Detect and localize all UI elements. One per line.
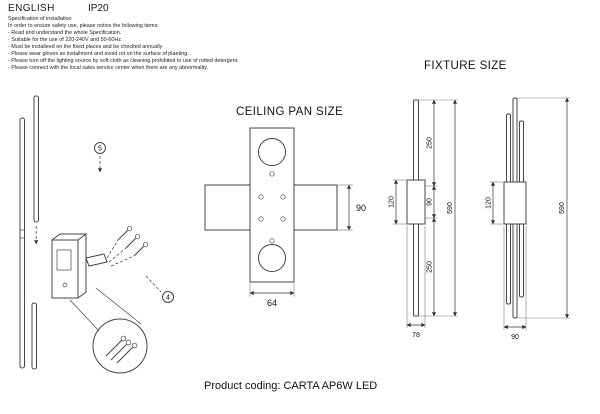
- callout-step-5-circle: [94, 142, 106, 154]
- fixture-size-title: FIXTURE SIZE: [424, 60, 507, 72]
- front-total-height-label: 590: [559, 202, 566, 214]
- pan-width-dim-label: 64: [267, 298, 277, 308]
- spec-item: - Please connect with the local sales se…: [8, 65, 209, 71]
- side-center-label: 90: [427, 198, 434, 206]
- lamp-tube-upper: [33, 95, 39, 223]
- front-width-label: 90: [511, 334, 519, 341]
- fixture-side-view: 120 250 90 250 590 78: [389, 99, 458, 339]
- mounting-arm: [85, 253, 108, 267]
- callout-step-4-label: 4: [166, 295, 170, 302]
- language-label: ENGLISH: [8, 3, 55, 14]
- dim-front-plate-height: 120: [486, 181, 503, 225]
- spec-item: - Suitable for the use of 220-240V and 5…: [8, 37, 123, 43]
- ip-rating-label: IP20: [88, 3, 109, 14]
- side-depth-label: 78: [412, 332, 420, 339]
- specification-block: Specification of installation In order t…: [8, 16, 239, 72]
- dim-front-width: 90: [503, 226, 527, 341]
- spec-item: - Please turn off the lighting source by…: [8, 58, 239, 64]
- detail-screws: [105, 335, 138, 364]
- spec-item: - Read and understand the whole Specific…: [8, 30, 122, 36]
- dim-pan-width: 64: [249, 282, 295, 308]
- spec-item: - Please wear gloves as installment and …: [8, 51, 189, 57]
- callout-step-4: 4: [145, 275, 174, 303]
- ceiling-pan-title: CEILING PAN SIZE: [236, 106, 344, 118]
- spec-item: - Must be installeed on the fixed places…: [8, 44, 163, 50]
- front-body-plate: [503, 181, 527, 225]
- pan-bottom-hole: [258, 244, 286, 272]
- lamp-tubes: [19, 95, 39, 370]
- lamp-tube-lower: [31, 302, 37, 370]
- callout-step-5-label: 5: [98, 146, 102, 153]
- pan-vertical-plate: [249, 127, 295, 283]
- dim-side-total-height: 590: [447, 99, 458, 317]
- spec-title: Specification of installation: [8, 16, 72, 22]
- lamp-tube-left: [19, 117, 25, 369]
- pan-height-dim-label: 90: [356, 203, 366, 213]
- side-body-plate: [406, 179, 426, 225]
- side-top-tube-label: 250: [427, 137, 434, 149]
- pan-top-hole: [258, 138, 286, 166]
- wall-bracket-assembly: [51, 233, 108, 299]
- detail-view: [69, 287, 148, 374]
- side-total-height-label: 590: [447, 202, 454, 214]
- ceiling-pan-diagram: 90 64: [204, 127, 366, 308]
- dim-side-plate-height: 120: [389, 179, 406, 225]
- callout-step-5: 5: [94, 142, 106, 173]
- dim-side-segments: 250 90 250: [418, 99, 458, 317]
- fixture-front-view: 120 590 90: [486, 97, 570, 341]
- dim-front-total-height: 590: [517, 97, 570, 319]
- side-bottom-tube-label: 250: [427, 261, 434, 273]
- dim-side-depth: 78: [406, 226, 426, 339]
- front-plate-height-label: 120: [486, 197, 493, 209]
- installation-diagram: 5 4: [19, 95, 174, 374]
- callout-step-4-circle: [162, 291, 174, 303]
- mounting-screws: [106, 225, 149, 267]
- product-coding: Product coding: CARTA AP6W LED: [204, 380, 378, 392]
- pan-screw-holes: [258, 171, 286, 244]
- dim-pan-height: 90: [337, 184, 366, 231]
- spec-intro: In order to ensure safety use, please no…: [8, 23, 159, 29]
- side-plate-height-label: 120: [389, 196, 396, 208]
- detail-view-circle: [92, 318, 148, 374]
